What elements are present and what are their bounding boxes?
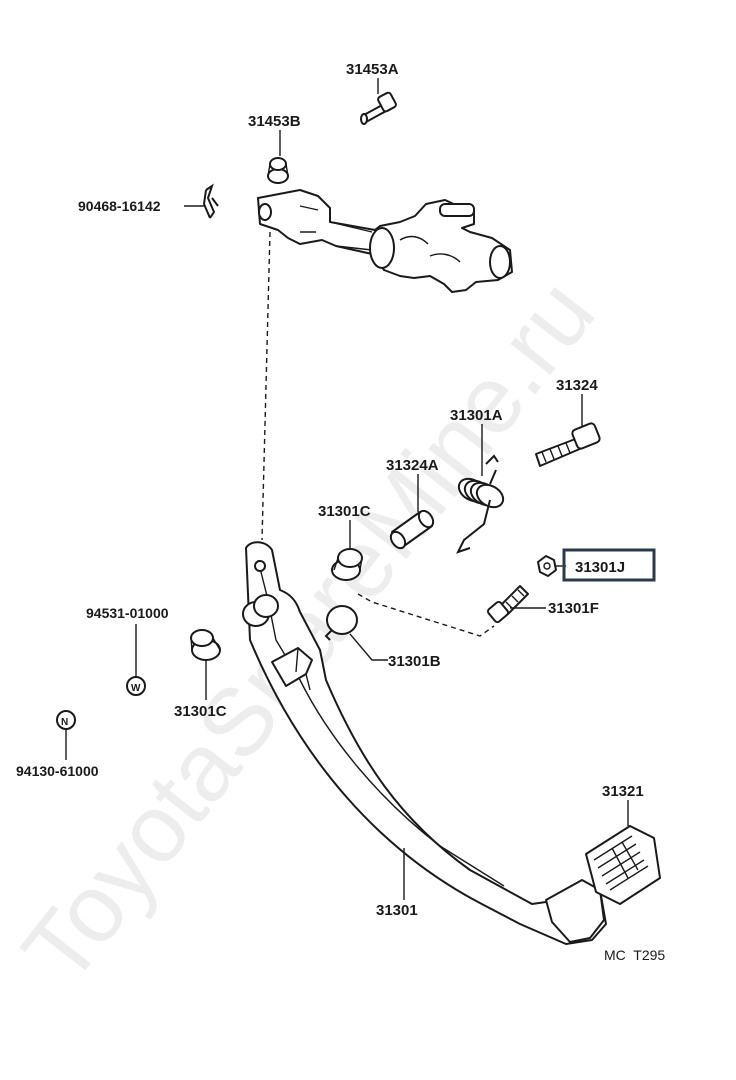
label-94531: 94531-01000 (86, 605, 169, 621)
clutch-pedal-arm (242, 541, 607, 945)
label-31453b: 31453B (248, 113, 301, 130)
label-31453a: 31453A (346, 61, 399, 78)
label-31301f: 31301F (548, 600, 599, 617)
pedal-pad-31321 (585, 825, 661, 905)
bush-31453b (267, 157, 289, 184)
bush-31301c-left (190, 629, 221, 661)
label-31301: 31301 (376, 902, 418, 919)
label-31301c-left: 31301C (174, 703, 227, 720)
pin-31453a (360, 91, 397, 125)
diagram-code: MC T295 (604, 947, 665, 963)
label-31324: 31324 (556, 377, 598, 394)
label-31324a: 31324A (386, 457, 439, 474)
clutch-master-cylinder (257, 189, 513, 293)
collar-31324a (389, 509, 435, 550)
w-circle-icon (126, 676, 146, 696)
bolt-31301f (486, 585, 529, 624)
clip-90468 (202, 183, 219, 219)
bolt-31324 (535, 422, 601, 467)
w-symbol-text: W (131, 683, 141, 694)
label-94130: 94130-61000 (16, 763, 99, 779)
stopper-31301b (324, 605, 358, 641)
highlight-box-31301j (562, 548, 656, 582)
label-31301c-top: 31301C (318, 503, 371, 520)
label-31301j: 31301J (575, 559, 625, 576)
nut-31301j (537, 555, 557, 577)
bush-31301c-top (331, 548, 363, 581)
label-31321: 31321 (602, 783, 644, 800)
label-31301a: 31301A (450, 407, 503, 424)
spring-31301a (456, 454, 505, 554)
n-symbol-text: N (61, 717, 68, 728)
label-90468: 90468-16142 (78, 198, 161, 214)
label-31301b: 31301B (388, 653, 441, 670)
